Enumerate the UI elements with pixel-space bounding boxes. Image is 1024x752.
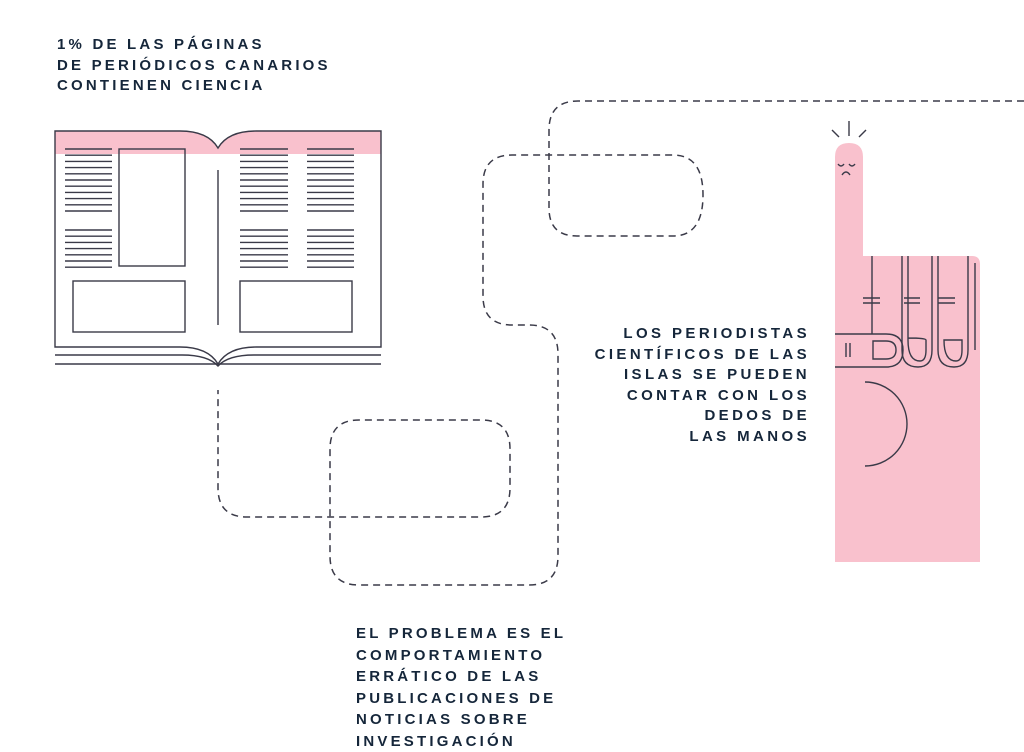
text-line: LAS MANOS bbox=[595, 427, 810, 448]
text-line: CIENTÍFICOS DE LAS bbox=[595, 345, 810, 366]
journalists-statement: LOS PERIODISTAS CIENTÍFICOS DE LAS ISLAS… bbox=[595, 324, 810, 447]
text-line: EL PROBLEMA ES EL bbox=[356, 623, 566, 645]
text-line: ISLAS SE PUEDEN bbox=[595, 365, 810, 386]
text-line: COMPORTAMIENTO bbox=[356, 645, 566, 667]
text-line: NOTICIAS SOBRE bbox=[356, 709, 566, 731]
text-line: 1% DE LAS PÁGINAS bbox=[57, 35, 331, 56]
text-line: DEDOS DE bbox=[595, 406, 810, 427]
open-newspaper-icon bbox=[55, 131, 381, 366]
problem-statement: EL PROBLEMA ES EL COMPORTAMIENTO ERRÁTIC… bbox=[356, 623, 566, 752]
raised-finger-hand-icon bbox=[832, 121, 980, 562]
text-line: CONTAR CON LOS bbox=[595, 386, 810, 407]
text-line: LOS PERIODISTAS bbox=[595, 324, 810, 345]
text-line: ERRÁTICO DE LAS bbox=[356, 666, 566, 688]
text-line: PUBLICACIONES DE bbox=[356, 688, 566, 710]
newspapers-science-statement: 1% DE LAS PÁGINAS DE PERIÓDICOS CANARIOS… bbox=[57, 35, 331, 97]
text-line: CONTIENEN CIENCIA bbox=[57, 76, 331, 97]
text-line: DE PERIÓDICOS CANARIOS bbox=[57, 56, 331, 77]
